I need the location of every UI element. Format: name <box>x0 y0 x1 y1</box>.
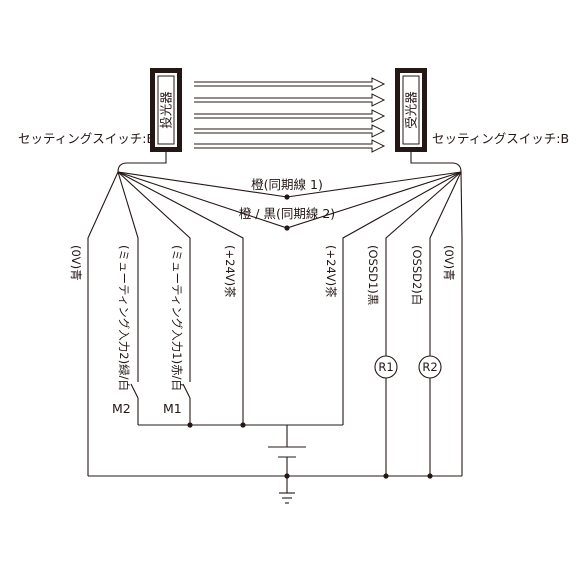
bus-junction <box>187 422 193 428</box>
receiver-inner <box>402 75 420 145</box>
receiver-unit: 受光器 <box>395 68 427 152</box>
wire-muting-1 <box>117 171 191 382</box>
switch-m1-label: M1 <box>163 401 182 416</box>
load-r2-label: R2 <box>422 360 437 374</box>
wire-muting-2-label: (ミューティング入力2)緑/白 <box>117 245 131 391</box>
bus-junction <box>240 422 246 428</box>
wire-ossd1 <box>385 171 462 356</box>
receiver-label: 受光器 <box>404 91 419 129</box>
receiver-cable <box>410 152 462 173</box>
power-supply <box>268 425 306 493</box>
wire-right-0v-label: (0V)青 <box>442 245 456 281</box>
switch-m2-lever <box>130 383 139 399</box>
load-r1: R1 <box>374 355 398 476</box>
sync-line-2-junction <box>284 225 290 231</box>
switch-m2: M2 <box>112 383 139 425</box>
setting-switch-right-label: セッティングスイッチ:B <box>432 131 569 146</box>
wire-right-24v-label: (+24V)茶 <box>324 245 338 298</box>
load-r2: R2 <box>418 355 442 476</box>
switch-m1: M1 <box>163 383 191 425</box>
wire-muting-2 <box>117 171 139 382</box>
beam-arrow <box>194 124 386 138</box>
wire-left-0v <box>87 171 119 476</box>
beam-arrow <box>194 77 386 91</box>
emitter-unit: 投光器 <box>150 68 182 152</box>
beam-arrow <box>194 139 386 153</box>
beam-arrow <box>194 93 386 107</box>
wire-ossd2-label: (OSSD2)白 <box>410 245 424 305</box>
wire-right-24v <box>342 171 462 425</box>
ground-bus-junction <box>284 473 290 479</box>
beam-arrow <box>194 109 386 123</box>
sync-line-2-label: 橙 / 黒(同期線 2) <box>239 206 335 221</box>
light-beams <box>194 77 386 153</box>
sync-line-1-label: 橙(同期線 1) <box>251 177 323 192</box>
emitter-inner <box>157 75 175 145</box>
setting-switch-left-label: セッティングスイッチ:B <box>18 131 155 146</box>
switch-m2-label: M2 <box>112 401 131 416</box>
wire-left-24v <box>117 171 244 425</box>
wire-left-24v-label: (+24V)茶 <box>223 245 237 298</box>
emitter-label: 投光器 <box>159 91 174 129</box>
wire-muting-1-label: (ミューティング入力1)赤/白 <box>170 245 184 391</box>
wire-right-0v <box>460 171 463 476</box>
sync-line-1-junction <box>284 194 290 200</box>
switch-m1-lever <box>182 383 191 399</box>
wire-ossd1-label: (OSSD1)黒 <box>366 245 380 305</box>
ground-icon <box>279 492 295 504</box>
wire-ossd2 <box>429 171 462 356</box>
wire-left-0v-label: (0V)青 <box>69 245 83 281</box>
emitter-cable <box>117 152 167 173</box>
load-r1-label: R1 <box>378 360 393 374</box>
ground-bus-junction <box>383 473 389 479</box>
ground-bus-junction <box>427 473 433 479</box>
